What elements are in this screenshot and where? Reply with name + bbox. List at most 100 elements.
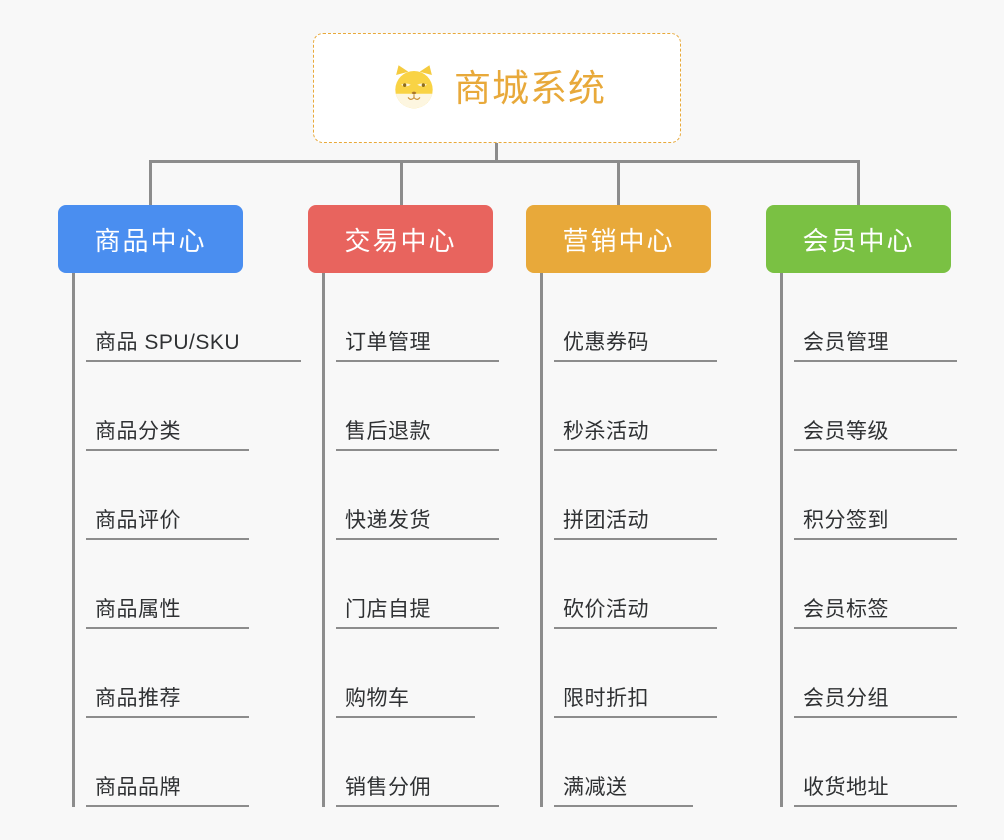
- leaf-item-underline: [554, 538, 717, 540]
- leaf-item[interactable]: 会员管理: [780, 273, 957, 362]
- leaf-item[interactable]: 会员等级: [780, 362, 957, 451]
- shiba-dog-face-icon: [395, 65, 433, 110]
- category-label-member-center: 会员中心: [802, 225, 915, 256]
- column-marketing-center: 营销中心 优惠券码秒杀活动拼团活动砍价活动限时折扣满减送: [526, 205, 717, 807]
- category-box-marketing-center[interactable]: 营销中心: [526, 205, 711, 273]
- column-trade-center: 交易中心 订单管理售后退款快递发货门店自提购物车销售分佣: [308, 205, 499, 807]
- leaf-item-label: 门店自提: [345, 598, 431, 621]
- leaf-item[interactable]: 商品 SPU/SKU: [72, 273, 301, 362]
- leaf-item-underline: [86, 538, 249, 540]
- category-label-product-center: 商品中心: [94, 225, 207, 256]
- column-member-center: 会员中心 会员管理会员等级积分签到会员标签会员分组收货地址: [766, 205, 957, 807]
- leaf-list-product-center: 商品 SPU/SKU 商品分类商品评价商品属性商品推荐商品品牌: [58, 273, 301, 807]
- connector-drop-trade-center: [400, 160, 403, 205]
- leaf-item[interactable]: 门店自提: [322, 540, 499, 629]
- leaf-item-underline: [794, 805, 957, 807]
- spine-product-center: [72, 273, 75, 807]
- leaf-item-label: 商品属性: [95, 598, 181, 621]
- leaf-item-label: 快递发货: [345, 509, 431, 532]
- leaf-item-underline: [554, 627, 717, 629]
- leaf-item-underline: [794, 449, 957, 451]
- category-box-member-center[interactable]: 会员中心: [766, 205, 951, 273]
- leaf-item-label: 限时折扣: [563, 687, 649, 710]
- leaf-item[interactable]: 限时折扣: [540, 629, 717, 718]
- leaf-item[interactable]: 快递发货: [322, 451, 499, 540]
- leaf-item-underline: [554, 449, 717, 451]
- leaf-item-label: 优惠券码: [563, 331, 649, 354]
- category-label-marketing-center: 营销中心: [562, 225, 675, 256]
- leaf-item[interactable]: 商品推荐: [72, 629, 249, 718]
- leaf-item-label: 满减送: [563, 776, 628, 799]
- leaf-item[interactable]: 优惠券码: [540, 273, 717, 362]
- leaf-item-label: 商品 SPU/SKU: [95, 331, 241, 354]
- leaf-item[interactable]: 销售分佣: [322, 718, 499, 807]
- leaf-item-label: 商品品牌: [95, 776, 181, 799]
- leaf-item-label: 商品推荐: [95, 687, 181, 710]
- leaf-item-underline: [336, 538, 499, 540]
- leaf-item[interactable]: 商品评价: [72, 451, 249, 540]
- leaf-list-member-center: 会员管理会员等级积分签到会员标签会员分组收货地址: [766, 273, 957, 807]
- category-label-trade-center: 交易中心: [344, 225, 457, 256]
- leaf-item[interactable]: 会员标签: [780, 540, 957, 629]
- leaf-item[interactable]: 积分签到: [780, 451, 957, 540]
- leaf-item[interactable]: 商品属性: [72, 540, 249, 629]
- leaf-item-underline: [86, 360, 301, 362]
- spine-trade-center: [322, 273, 325, 807]
- category-box-trade-center[interactable]: 交易中心: [308, 205, 493, 273]
- connector-root-stem: [495, 143, 498, 162]
- leaf-item[interactable]: 拼团活动: [540, 451, 717, 540]
- leaf-item-underline: [794, 538, 957, 540]
- category-box-product-center[interactable]: 商品中心: [58, 205, 243, 273]
- leaf-item[interactable]: 购物车: [322, 629, 493, 718]
- leaf-item-underline: [794, 716, 957, 718]
- leaf-list-trade-center: 订单管理售后退款快递发货门店自提购物车销售分佣: [308, 273, 499, 807]
- leaf-item-underline: [336, 627, 499, 629]
- leaf-item-underline: [86, 805, 249, 807]
- root-node-mall-system[interactable]: 商城系统: [313, 33, 681, 143]
- leaf-item-underline: [86, 449, 249, 451]
- leaf-item-underline: [794, 360, 957, 362]
- column-product-center: 商品中心 商品 SPU/SKU 商品分类商品评价商品属性商品推荐商品品牌: [58, 205, 301, 807]
- leaf-item-label: 订单管理: [345, 331, 431, 354]
- leaf-item-label: 售后退款: [345, 420, 431, 443]
- leaf-item-underline: [554, 716, 717, 718]
- leaf-item-underline: [554, 360, 717, 362]
- leaf-item-label: 会员管理: [803, 331, 889, 354]
- leaf-item[interactable]: 商品分类: [72, 362, 249, 451]
- leaf-item-underline: [336, 716, 475, 718]
- leaf-item-label: 销售分佣: [345, 776, 431, 799]
- leaf-item-label: 积分签到: [803, 509, 889, 532]
- spine-member-center: [780, 273, 783, 807]
- leaf-item-underline: [794, 627, 957, 629]
- connector-horizontal-bus: [150, 160, 860, 163]
- leaf-item[interactable]: 会员分组: [780, 629, 957, 718]
- connector-drop-marketing-center: [617, 160, 620, 205]
- leaf-item[interactable]: 满减送: [540, 718, 711, 807]
- root-title: 商城系统: [454, 67, 606, 109]
- leaf-item-label: 购物车: [345, 687, 410, 710]
- leaf-item-underline: [86, 627, 249, 629]
- spine-marketing-center: [540, 273, 543, 807]
- connector-drop-product-center: [149, 160, 152, 205]
- connector-drop-member-center: [857, 160, 860, 205]
- leaf-item-underline: [336, 449, 499, 451]
- leaf-item-label: 秒杀活动: [563, 420, 649, 443]
- leaf-item[interactable]: 商品品牌: [72, 718, 249, 807]
- leaf-item-label: 商品分类: [95, 420, 181, 443]
- leaf-item[interactable]: 砍价活动: [540, 540, 717, 629]
- leaf-item-label: 会员等级: [803, 420, 889, 443]
- leaf-item-underline: [554, 805, 693, 807]
- leaf-item[interactable]: 秒杀活动: [540, 362, 717, 451]
- leaf-item-label: 商品评价: [95, 509, 181, 532]
- leaf-item[interactable]: 收货地址: [780, 718, 957, 807]
- leaf-item[interactable]: 售后退款: [322, 362, 499, 451]
- leaf-item-underline: [336, 360, 499, 362]
- leaf-item[interactable]: 订单管理: [322, 273, 499, 362]
- leaf-item-label: 砍价活动: [563, 598, 649, 621]
- leaf-item-underline: [336, 805, 499, 807]
- leaf-item-underline: [86, 716, 249, 718]
- leaf-item-label: 会员标签: [803, 598, 889, 621]
- leaf-item-label: 收货地址: [803, 776, 889, 799]
- leaf-item-label: 会员分组: [803, 687, 889, 710]
